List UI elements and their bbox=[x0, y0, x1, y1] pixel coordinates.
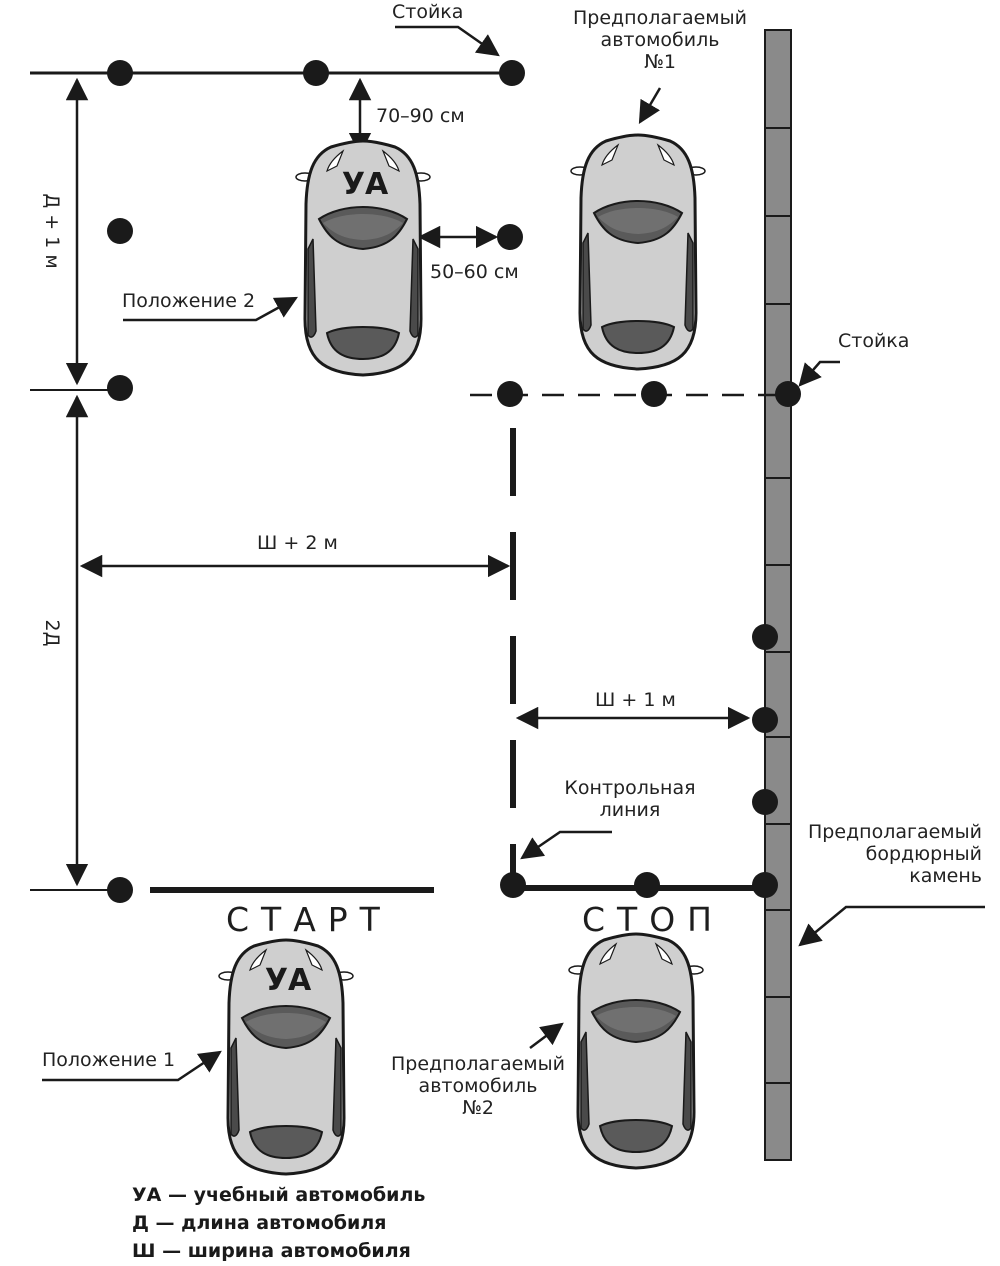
post bbox=[499, 60, 525, 86]
legend-item: Ш — ширина автомобиля bbox=[132, 1240, 411, 1262]
curb-label-line3: камень bbox=[909, 864, 982, 887]
post bbox=[752, 872, 778, 898]
dim-w2-label: Ш + 2 м bbox=[257, 532, 338, 554]
car2-label-line2: автомобиль bbox=[418, 1074, 538, 1097]
pointer-arrows bbox=[42, 25, 985, 1082]
position2-label: Положение 2 bbox=[122, 290, 256, 312]
posts bbox=[107, 60, 801, 903]
control-line-label: Контрольная линия bbox=[540, 777, 720, 822]
post bbox=[641, 381, 667, 407]
post bbox=[752, 707, 778, 733]
svg-text:УА: УА bbox=[265, 963, 312, 998]
post bbox=[752, 624, 778, 650]
legend-item: УА — учебный автомобиль bbox=[132, 1184, 426, 1206]
arrow-control-line bbox=[520, 830, 612, 860]
car1-label: Предполагаемый автомобиль №1 bbox=[560, 7, 760, 74]
curb-stone bbox=[764, 29, 792, 1161]
post bbox=[634, 872, 660, 898]
post bbox=[107, 877, 133, 903]
curb-label-line2: бордюрный bbox=[865, 842, 982, 865]
post bbox=[500, 872, 526, 898]
dim-2d-label: 2Д bbox=[41, 619, 63, 647]
post-right-label: Стойка bbox=[838, 330, 910, 352]
post bbox=[775, 381, 801, 407]
car1-label-line2: автомобиль bbox=[600, 28, 720, 51]
arrow-post-top bbox=[395, 25, 500, 57]
post bbox=[497, 224, 523, 250]
car1-label-line1: Предполагаемый bbox=[572, 7, 747, 29]
arrow-car2 bbox=[529, 1022, 564, 1049]
curb-label: Предполагаемый бордюрный камень bbox=[800, 821, 982, 888]
control-line-label-line1: Контрольная bbox=[564, 777, 696, 799]
dimension-lines bbox=[65, 77, 751, 887]
post bbox=[497, 381, 523, 407]
car-position-2: УА bbox=[294, 139, 432, 377]
post-top-label: Стойка bbox=[392, 1, 464, 23]
car-expected-2 bbox=[567, 932, 705, 1170]
arrow-car1 bbox=[638, 87, 662, 124]
car1-label-line3: №1 bbox=[644, 50, 676, 73]
post bbox=[752, 789, 778, 815]
arrow-position1 bbox=[42, 1050, 222, 1082]
arrow-curb bbox=[798, 905, 985, 947]
dim-w1-label: Ш + 1 м bbox=[595, 689, 676, 711]
arrow-position2 bbox=[123, 296, 298, 322]
stop-label: СТОП bbox=[582, 900, 724, 939]
post bbox=[107, 60, 133, 86]
control-line-label-line2: линия bbox=[599, 798, 661, 821]
arrow-post-right bbox=[798, 360, 840, 387]
post bbox=[107, 375, 133, 401]
curb-label-line1: Предполагаемый bbox=[807, 821, 982, 843]
car2-label-line1: Предполагаемый bbox=[390, 1053, 565, 1075]
car-expected-1 bbox=[569, 133, 707, 371]
car2-label-line3: №2 bbox=[462, 1096, 494, 1119]
post bbox=[303, 60, 329, 86]
legend-item: Д — длина автомобиля bbox=[132, 1212, 387, 1234]
gap-front-label: 70–90 см bbox=[376, 105, 465, 127]
car2-label: Предполагаемый автомобиль №2 bbox=[378, 1053, 578, 1120]
post bbox=[107, 218, 133, 244]
svg-text:УА: УА bbox=[342, 167, 389, 202]
gap-side-label: 50–60 см bbox=[430, 261, 519, 283]
dim-d1-label: Д + 1 м bbox=[41, 193, 63, 269]
car-position-1: УА bbox=[217, 938, 355, 1176]
position1-label: Положение 1 bbox=[42, 1049, 176, 1071]
start-label: СТАРТ bbox=[226, 900, 392, 939]
